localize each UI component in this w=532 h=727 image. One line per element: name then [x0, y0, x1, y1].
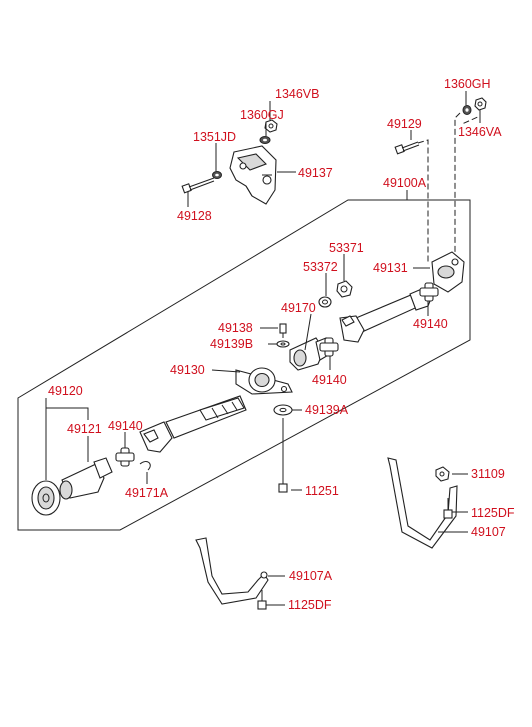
label-49140-left: 49140: [108, 419, 143, 433]
label-49131: 49131: [373, 261, 408, 275]
nut-1346VB: [264, 119, 278, 133]
bolt-49128: [181, 177, 215, 194]
bolt-49138: [279, 323, 287, 338]
label-49128: 49128: [177, 209, 212, 223]
rear-shaft-tube: [339, 287, 433, 343]
washer-1351JD: [212, 171, 222, 179]
label-53372: 53372: [303, 260, 338, 274]
label-49130: 49130: [170, 363, 205, 377]
bracket-49131: [431, 251, 465, 293]
label-49121: 49121: [67, 422, 102, 436]
universal-joint-49140-middle: [319, 337, 339, 357]
washer-49139B: [276, 340, 290, 348]
leader-lines: [45, 91, 481, 606]
label-49139B: 49139B: [210, 337, 253, 351]
washer-1360GH: [462, 105, 472, 115]
strap-49107: [387, 457, 458, 549]
strap-49107A: [195, 537, 269, 605]
bolt-1125DF-right: [443, 498, 453, 519]
label-11251: 11251: [305, 484, 339, 498]
label-1351JD: 1351JD: [193, 130, 236, 144]
label-49139A: 49139A: [305, 403, 349, 417]
label-49100A: 49100A: [383, 176, 427, 190]
label-49170: 49170: [281, 301, 316, 315]
label-49107: 49107: [471, 525, 506, 539]
label-49137: 49137: [298, 166, 333, 180]
nut-53371: [336, 280, 353, 298]
label-49140-middle: 49140: [312, 373, 347, 387]
label-49140-right: 49140: [413, 317, 448, 331]
label-1360GH: 1360GH: [444, 77, 491, 91]
guide-dashed-2: [454, 112, 461, 258]
label-1125DF-lower: 1125DF: [288, 598, 332, 612]
washer-1360GJ: [259, 136, 271, 144]
nut-31109: [435, 466, 450, 482]
label-1346VB: 1346VB: [275, 87, 319, 101]
bolt-49129: [394, 141, 420, 155]
label-49129: 49129: [387, 117, 422, 131]
washer-53372: [318, 296, 332, 308]
center-bearing-49130: [235, 367, 293, 395]
washer-49139A: [273, 404, 293, 416]
label-1360GJ: 1360GJ: [240, 108, 284, 122]
nut-1346VA: [474, 97, 487, 111]
label-31109: 31109: [471, 467, 505, 481]
bracket-49137: [229, 145, 277, 205]
label-49120: 49120: [48, 384, 83, 398]
label-53371: 53371: [329, 241, 364, 255]
assembly-outline: [17, 199, 471, 531]
label-49138: 49138: [218, 321, 253, 335]
label-49171A: 49171A: [125, 486, 169, 500]
label-49107A: 49107A: [289, 569, 333, 583]
bolt-11251: [278, 418, 288, 493]
universal-joint-49140-left: [115, 447, 135, 467]
yoke-49121: [59, 457, 113, 500]
front-shaft-tube: [139, 395, 247, 453]
guide-dashed-1: [417, 139, 429, 262]
universal-joint-49140-right: [419, 282, 439, 302]
label-1125DF-right: 1125DF: [471, 506, 515, 520]
flange-49120: [31, 480, 61, 516]
snap-ring-49171A: [139, 461, 151, 471]
label-1346VA: 1346VA: [458, 125, 502, 139]
